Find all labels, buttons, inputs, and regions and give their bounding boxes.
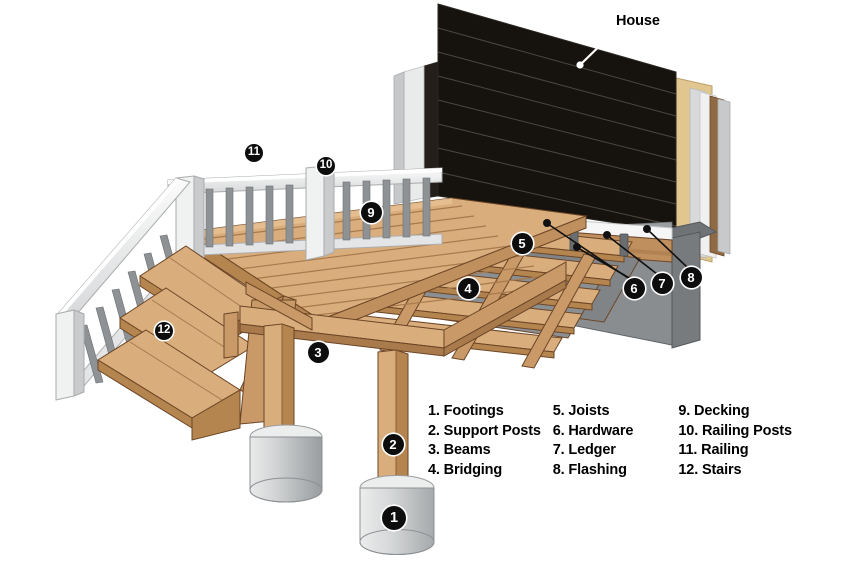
callout-badge-hardware[interactable]: 6 <box>623 277 645 299</box>
callout-badge-bridging[interactable]: 4 <box>457 277 479 299</box>
legend: 1. Footings 2. Support Posts 3. Beams 4.… <box>428 402 828 480</box>
legend-item: 12. Stairs <box>678 461 742 478</box>
callout-badge-stairs[interactable]: 12 <box>155 322 173 340</box>
legend-item: 2. Support Posts <box>428 422 541 439</box>
callout-badge-beams[interactable]: 3 <box>307 341 329 363</box>
support-posts <box>223 311 409 501</box>
callout-badge-flashing[interactable]: 8 <box>680 266 702 288</box>
legend-item: 3. Beams <box>428 442 491 458</box>
legend-item: 9. Decking <box>678 403 750 419</box>
callout-leader-lines <box>542 219 688 280</box>
legend-item: 7. Ledger <box>552 442 616 458</box>
callout-badge-railing-posts[interactable]: 10 <box>317 157 335 175</box>
legend-item: 10. Railing Posts <box>678 422 792 439</box>
callout-badge-support-posts[interactable]: 2 <box>382 433 404 455</box>
house-leader-line <box>576 31 615 69</box>
legend-item: 8. Flashing <box>552 461 627 478</box>
legend-item: 4. Bridging <box>428 461 503 478</box>
footings <box>249 424 435 555</box>
callout-badge-railing[interactable]: 11 <box>245 144 263 162</box>
callout-badge-footings[interactable]: 1 <box>382 506 406 530</box>
callout-badge-joists[interactable]: 5 <box>511 232 533 254</box>
railing-main <box>167 165 443 273</box>
legend-item: 1. Footings <box>428 403 504 419</box>
legend-column-3: 9. Decking 10. Railing Posts 11. Railing… <box>678 402 828 480</box>
railing-posts <box>175 165 335 273</box>
callout-badge-ledger[interactable]: 7 <box>651 272 673 294</box>
house-label: House <box>616 13 660 29</box>
legend-item: 6. Hardware <box>552 422 634 439</box>
legend-item: 11. Railing <box>678 442 749 458</box>
house-wall <box>393 3 731 263</box>
callout-badge-decking[interactable]: 9 <box>360 201 382 223</box>
legend-column-2: 5. Joists 6. Hardware 7. Ledger 8. Flash… <box>553 402 679 480</box>
legend-item: 5. Joists <box>552 403 610 419</box>
legend-column-1: 1. Footings 2. Support Posts 3. Beams 4.… <box>428 402 553 480</box>
beams <box>239 261 567 357</box>
